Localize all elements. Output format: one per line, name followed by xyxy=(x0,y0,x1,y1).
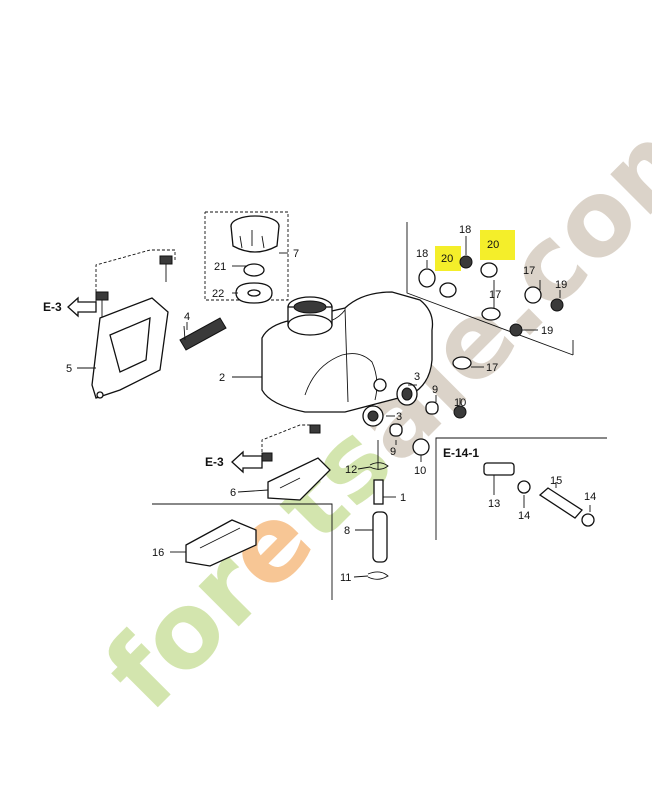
grommet-part-18a xyxy=(418,268,436,288)
clamp-part-14b xyxy=(581,513,595,527)
plug-part-9b xyxy=(389,423,403,437)
callout-18b: 18 xyxy=(459,224,471,236)
callout-2: 2 xyxy=(219,372,225,384)
callout-11: 11 xyxy=(340,572,351,584)
callout-1: 1 xyxy=(400,492,406,504)
callout-9a: 9 xyxy=(432,384,438,396)
callout-12: 12 xyxy=(345,464,357,476)
callout-10b: 10 xyxy=(414,465,426,477)
callout-14a: 14 xyxy=(518,510,530,522)
callout-15: 15 xyxy=(550,475,562,487)
leader-lines xyxy=(77,236,591,578)
plug-part-9a xyxy=(425,401,439,415)
bolt-bottom-2 xyxy=(261,452,273,462)
clip-part-12 xyxy=(369,462,389,470)
bolt-top-1 xyxy=(159,255,173,282)
washer-part-20b xyxy=(480,262,498,278)
callout-19a: 19 xyxy=(555,279,567,291)
callout-22: 22 xyxy=(212,288,224,300)
washer-part-20a xyxy=(439,282,457,298)
callout-16: 16 xyxy=(152,547,164,559)
callout-13: 13 xyxy=(488,498,500,510)
e14-label: E-14-1 xyxy=(443,446,479,460)
nut-part-19a xyxy=(550,298,564,312)
callout-17a: 17 xyxy=(523,265,535,277)
cap-part-10b xyxy=(412,438,430,456)
nut-part-19b xyxy=(509,323,523,337)
grommet-part-3b xyxy=(362,405,384,427)
callout-21: 21 xyxy=(214,261,226,273)
callout-6: 6 xyxy=(230,487,236,499)
bushing-part-17b xyxy=(481,307,501,321)
callout-17b: 17 xyxy=(489,289,501,301)
bracket-part-5 xyxy=(91,297,169,399)
fuel-cap-assembly xyxy=(204,211,289,304)
hose-part-15 xyxy=(538,487,583,519)
callout-9b: 9 xyxy=(390,446,396,458)
cap-part-10a xyxy=(453,405,467,419)
callout-17c: 17 xyxy=(486,362,498,374)
clip-part-11 xyxy=(367,571,389,580)
callout-19b: 19 xyxy=(541,325,553,337)
callout-7: 7 xyxy=(293,248,299,260)
rubber-strip-part-4 xyxy=(179,317,227,351)
callout-3b: 3 xyxy=(396,411,402,423)
callout-10a: 10 xyxy=(454,397,466,409)
callout-3a: 3 xyxy=(414,371,420,383)
callout-14b: 14 xyxy=(584,491,596,503)
bracket-part-6 xyxy=(267,457,331,501)
callout-4: 4 xyxy=(184,311,190,323)
grommet-part-18b xyxy=(459,255,473,269)
highlight-box-20a xyxy=(435,246,461,271)
callout-5: 5 xyxy=(66,363,72,375)
callout-18a: 18 xyxy=(416,248,428,260)
grommet-part-3a xyxy=(396,382,418,406)
callout-8: 8 xyxy=(344,525,350,537)
mount-part-16 xyxy=(185,519,257,567)
bolt-bottom-1 xyxy=(309,424,321,434)
fuel-tank-part-2 xyxy=(261,291,434,413)
bushing-part-17c xyxy=(452,356,472,370)
callout-20a: 20 xyxy=(441,253,453,265)
bushing-part-17a xyxy=(524,286,542,304)
callout-20b: 20 xyxy=(487,239,499,251)
highlight-box-20b xyxy=(480,230,515,260)
fitting-part-1 xyxy=(373,479,384,505)
e3-bottom-reference: E-3 xyxy=(205,424,320,474)
e3-top-reference: E-3 xyxy=(43,249,176,318)
filter-part-13 xyxy=(483,462,515,476)
clamp-part-14a xyxy=(517,480,531,494)
e3-bottom-label: E-3 xyxy=(205,455,224,469)
bolt-top-2 xyxy=(95,291,109,318)
e3-top-label: E-3 xyxy=(43,300,62,314)
callout-numbers: 2 5 4 7 21 22 6 16 12 1 8 11 3 3 9 9 10 … xyxy=(66,224,596,584)
hose-part-8 xyxy=(372,511,388,563)
